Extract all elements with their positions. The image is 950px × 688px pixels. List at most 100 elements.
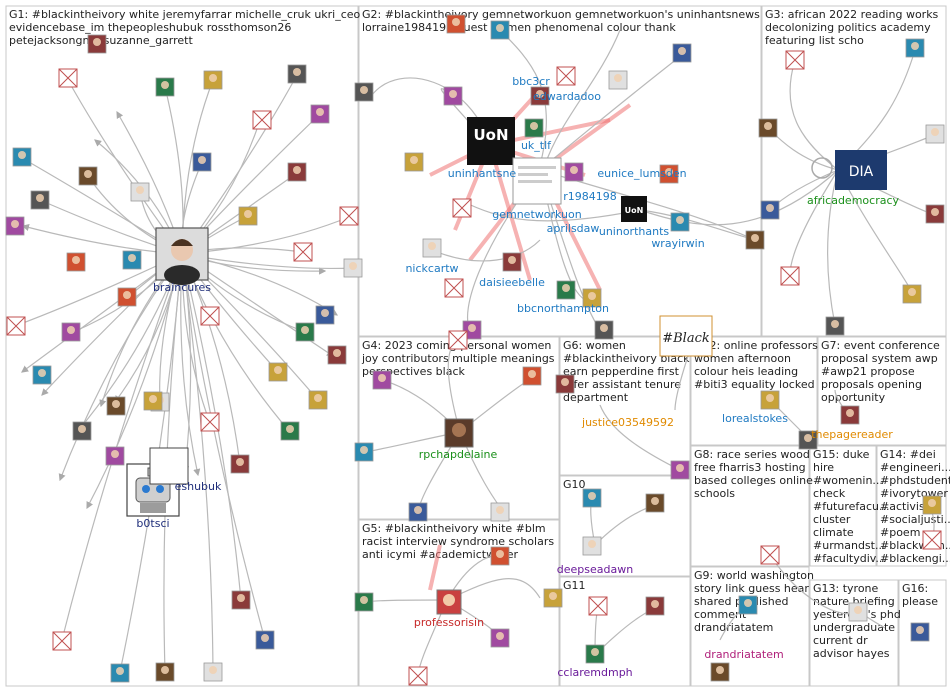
account-node[interactable] — [30, 190, 50, 210]
label-edwardadoo[interactable]: edwardadoo — [533, 90, 601, 103]
account-node[interactable] — [143, 391, 163, 411]
account-node[interactable] — [582, 536, 602, 556]
account-node[interactable] — [452, 198, 472, 218]
account-node[interactable] — [72, 421, 92, 441]
account-node[interactable] — [155, 662, 175, 682]
account-node[interactable] — [66, 252, 86, 272]
account-node[interactable] — [710, 662, 730, 682]
account-node[interactable] — [327, 345, 347, 365]
account-node[interactable] — [192, 152, 212, 172]
account-node[interactable] — [58, 68, 78, 88]
account-node[interactable] — [52, 631, 72, 651]
account-node[interactable] — [925, 124, 945, 144]
account-node[interactable] — [404, 152, 424, 172]
account-node[interactable] — [372, 370, 392, 390]
account-node[interactable] — [287, 162, 307, 182]
account-node[interactable] — [556, 280, 576, 300]
label-africademocracy[interactable]: africademocracy — [807, 194, 900, 207]
account-node[interactable] — [155, 77, 175, 97]
account-node[interactable] — [524, 118, 544, 138]
account-node[interactable] — [238, 206, 258, 226]
professorisin-node[interactable] — [436, 589, 462, 615]
account-node[interactable] — [203, 662, 223, 682]
account-node[interactable] — [594, 320, 614, 340]
account-node[interactable] — [268, 362, 288, 382]
account-node[interactable] — [798, 430, 818, 450]
uninorthants-logo-node[interactable]: UoN — [621, 196, 647, 222]
account-node[interactable] — [564, 162, 584, 182]
label-braincures[interactable]: braincures — [153, 281, 211, 294]
account-node[interactable] — [758, 118, 778, 138]
account-node[interactable] — [840, 405, 860, 425]
account-node[interactable] — [293, 242, 313, 262]
account-node[interactable] — [645, 596, 665, 616]
account-node[interactable] — [310, 104, 330, 124]
account-node[interactable] — [354, 442, 374, 462]
account-node[interactable] — [354, 82, 374, 102]
account-node[interactable] — [910, 622, 930, 642]
label-b0tsci[interactable]: b0tsci — [136, 517, 169, 530]
label-eshubuk[interactable]: eshubuk — [175, 480, 222, 493]
account-node[interactable] — [130, 182, 150, 202]
account-node[interactable] — [252, 110, 272, 130]
account-node[interactable] — [490, 502, 510, 522]
account-node[interactable] — [530, 86, 550, 106]
label-thepagereader[interactable]: thepagereader — [811, 428, 893, 441]
account-node[interactable] — [12, 147, 32, 167]
account-node[interactable] — [287, 64, 307, 84]
account-node[interactable] — [230, 454, 250, 474]
gemnetwork-card-node[interactable] — [512, 157, 562, 205]
account-node[interactable] — [670, 460, 690, 480]
account-node[interactable] — [110, 663, 130, 683]
account-node[interactable] — [922, 530, 942, 550]
account-node[interactable] — [738, 595, 758, 615]
account-node[interactable] — [780, 266, 800, 286]
account-node[interactable] — [502, 252, 522, 272]
label-gemnetworkuon[interactable]: gemnetworkuon — [492, 208, 582, 221]
account-node[interactable] — [408, 666, 428, 686]
account-node[interactable] — [295, 322, 315, 342]
account-node[interactable] — [280, 421, 300, 441]
account-node[interactable] — [255, 630, 275, 650]
label-rpchapdelaine[interactable]: rpchapdelaine — [419, 448, 498, 461]
account-node[interactable] — [905, 38, 925, 58]
account-node[interactable] — [902, 284, 922, 304]
account-node[interactable] — [582, 288, 602, 308]
account-node[interactable] — [5, 216, 25, 236]
account-node[interactable] — [925, 204, 945, 224]
eshubuk-node[interactable] — [149, 447, 189, 485]
account-node[interactable] — [582, 488, 602, 508]
account-node[interactable] — [522, 366, 542, 386]
account-node[interactable] — [825, 316, 845, 336]
account-node[interactable] — [443, 86, 463, 106]
label-drandriatatem[interactable]: drandriatatem — [704, 648, 783, 661]
account-node[interactable] — [448, 330, 468, 350]
braincures-node[interactable] — [155, 227, 209, 285]
account-node[interactable] — [446, 14, 466, 34]
account-node[interactable] — [87, 34, 107, 54]
account-node[interactable] — [117, 287, 137, 307]
label-eunice-lumsden[interactable]: eunice_lumsden — [597, 167, 686, 180]
label-cclaremdmph[interactable]: cclaremdmph — [557, 666, 632, 679]
account-node[interactable] — [490, 20, 510, 40]
label-daisieebelle[interactable]: daisieebelle — [479, 276, 545, 289]
account-node[interactable] — [308, 390, 328, 410]
account-node[interactable] — [659, 164, 679, 184]
label-professorisin[interactable]: professorisin — [414, 616, 484, 629]
account-node[interactable] — [339, 206, 359, 226]
label-wrayirwin[interactable]: wrayirwin — [651, 237, 704, 250]
account-node[interactable] — [585, 644, 605, 664]
account-node[interactable] — [848, 602, 868, 622]
account-node[interactable] — [78, 166, 98, 186]
account-node[interactable] — [608, 70, 628, 90]
account-node[interactable] — [760, 390, 780, 410]
dia-logo-node[interactable]: DIA — [835, 150, 887, 190]
uon-logo-node[interactable]: UoN — [467, 117, 515, 165]
account-node[interactable] — [555, 374, 575, 394]
label-uninorthants[interactable]: uninorthants — [599, 225, 670, 238]
account-node[interactable] — [670, 212, 690, 232]
label-justice03549592[interactable]: justice03549592 — [581, 416, 674, 429]
label-bbcnorthampton[interactable]: bbcnorthampton — [517, 302, 609, 315]
account-node[interactable] — [408, 502, 428, 522]
label-uk-tlf[interactable]: uk_tlf — [521, 139, 552, 152]
